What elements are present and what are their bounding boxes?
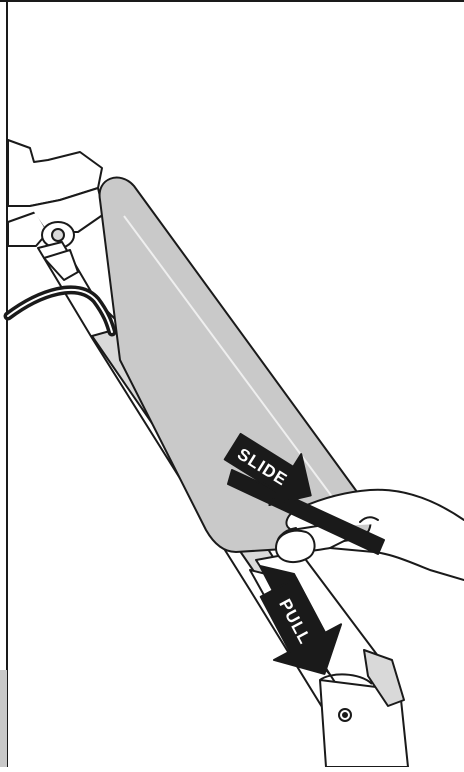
screw-icon: [52, 229, 64, 241]
base-screw: [339, 709, 351, 721]
edge-stub: [0, 670, 7, 767]
cable-cover: [100, 178, 371, 552]
